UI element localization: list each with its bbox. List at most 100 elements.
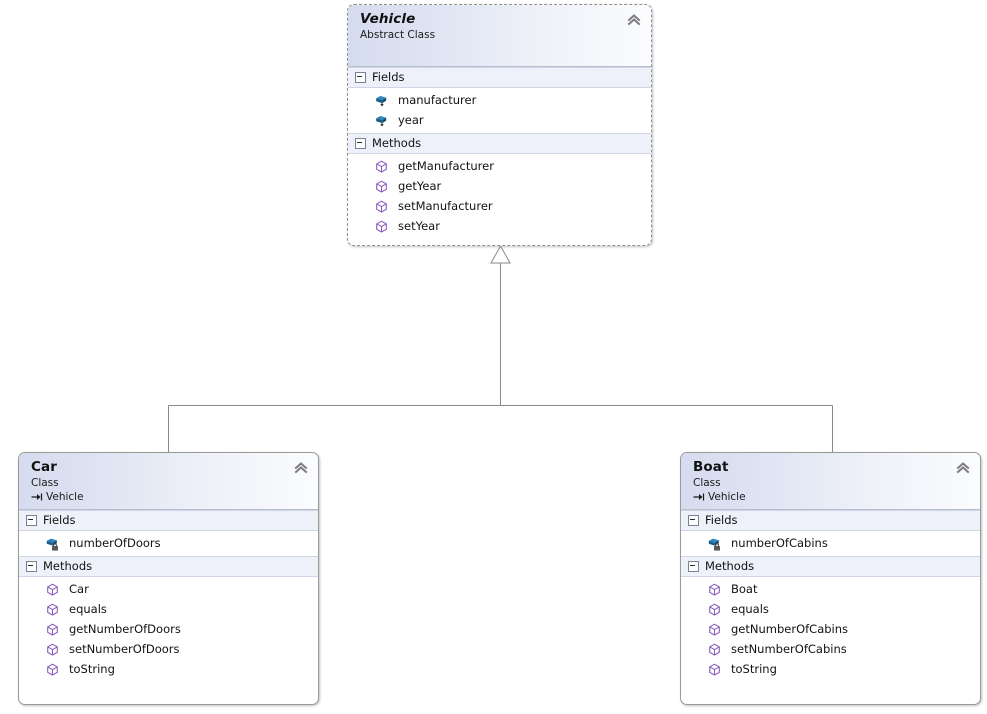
base-class-name: Vehicle <box>46 491 84 503</box>
field-private-icon <box>707 536 722 551</box>
compartment-header-fields[interactable]: Fields <box>19 510 318 531</box>
field-protected-icon <box>374 93 389 108</box>
method-row[interactable]: equals <box>681 599 980 619</box>
collapse-minus-icon[interactable] <box>26 515 37 526</box>
method-icon <box>707 642 722 657</box>
method-list-vehicle: getManufacturer getYear <box>348 154 651 239</box>
field-list-vehicle: manufacturer year <box>348 88 651 133</box>
method-name: setNumberOfCabins <box>731 642 847 656</box>
compartment-header-methods[interactable]: Methods <box>19 556 318 577</box>
method-row[interactable]: Boat <box>681 579 980 599</box>
method-icon <box>45 582 60 597</box>
class-header-boat: Boat Class Vehicle <box>681 453 980 510</box>
method-row[interactable]: getYear <box>348 176 651 196</box>
generalization-triangle-icon <box>490 244 511 264</box>
method-name: getManufacturer <box>398 159 494 173</box>
field-list-car: numberOfDoors <box>19 531 318 556</box>
method-icon <box>707 622 722 637</box>
method-row[interactable]: getNumberOfDoors <box>19 619 318 639</box>
collapse-minus-icon[interactable] <box>688 515 699 526</box>
method-icon <box>707 602 722 617</box>
method-row[interactable]: equals <box>19 599 318 619</box>
method-icon <box>45 602 60 617</box>
compartment-header-fields[interactable]: Fields <box>348 67 651 88</box>
class-name: Boat <box>693 459 729 475</box>
class-name: Vehicle <box>360 11 416 27</box>
compartment-title: Fields <box>372 70 405 84</box>
base-class-ref[interactable]: Vehicle <box>31 490 308 504</box>
method-name: getNumberOfDoors <box>69 622 181 636</box>
method-row[interactable]: toString <box>681 659 980 679</box>
method-row[interactable]: setManufacturer <box>348 196 651 216</box>
inherits-arrow-icon <box>693 492 705 502</box>
method-name: equals <box>731 602 769 616</box>
inherits-arrow-icon <box>31 492 43 502</box>
method-name: getYear <box>398 179 442 193</box>
method-icon <box>374 159 389 174</box>
method-icon <box>45 662 60 677</box>
field-private-icon <box>45 536 60 551</box>
field-row[interactable]: numberOfDoors <box>19 533 318 553</box>
compartment-title: Methods <box>705 559 755 573</box>
class-kind: Class <box>31 477 59 489</box>
method-name: setNumberOfDoors <box>69 642 180 656</box>
method-name: setManufacturer <box>398 199 493 213</box>
chevron-up-icon[interactable] <box>627 13 641 27</box>
method-name: Car <box>69 582 89 596</box>
method-icon <box>374 219 389 234</box>
class-kind: Class <box>693 477 721 489</box>
chevron-up-icon[interactable] <box>294 461 308 475</box>
compartment-title: Fields <box>43 513 76 527</box>
collapse-minus-icon[interactable] <box>688 561 699 572</box>
class-header-car: Car Class Vehicle <box>19 453 318 510</box>
class-kind: Abstract Class <box>360 29 436 41</box>
compartment-title: Methods <box>43 559 93 573</box>
method-list-car: Car equals getNumberOfDo <box>19 577 318 682</box>
method-row[interactable]: setNumberOfDoors <box>19 639 318 659</box>
collapse-minus-icon[interactable] <box>355 138 366 149</box>
method-name: toString <box>731 662 777 676</box>
method-icon <box>374 199 389 214</box>
field-row[interactable]: year <box>348 110 651 130</box>
class-header-vehicle: Vehicle Abstract Class <box>348 5 651 67</box>
compartment-title: Fields <box>705 513 738 527</box>
method-name: toString <box>69 662 115 676</box>
method-icon <box>45 622 60 637</box>
field-name: numberOfDoors <box>69 536 161 550</box>
chevron-up-icon[interactable] <box>956 461 970 475</box>
class-box-vehicle[interactable]: Vehicle Abstract Class Fields <box>347 4 652 246</box>
field-name: year <box>398 113 424 127</box>
method-row[interactable]: setNumberOfCabins <box>681 639 980 659</box>
method-icon <box>374 179 389 194</box>
method-name: Boat <box>731 582 758 596</box>
method-icon <box>45 642 60 657</box>
compartment-header-methods[interactable]: Methods <box>348 133 651 154</box>
collapse-minus-icon[interactable] <box>26 561 37 572</box>
base-class-ref[interactable]: Vehicle <box>693 490 970 504</box>
collapse-minus-icon[interactable] <box>355 72 366 83</box>
field-list-boat: numberOfCabins <box>681 531 980 556</box>
method-name: equals <box>69 602 107 616</box>
base-class-name: Vehicle <box>708 491 746 503</box>
compartment-title: Methods <box>372 136 422 150</box>
field-name: manufacturer <box>398 93 477 107</box>
field-name: numberOfCabins <box>731 536 828 550</box>
method-row[interactable]: getNumberOfCabins <box>681 619 980 639</box>
method-icon <box>707 662 722 677</box>
method-icon <box>707 582 722 597</box>
field-row[interactable]: manufacturer <box>348 90 651 110</box>
method-row[interactable]: getManufacturer <box>348 156 651 176</box>
compartment-header-methods[interactable]: Methods <box>681 556 980 577</box>
class-box-car[interactable]: Car Class Vehicle <box>18 452 319 705</box>
method-row[interactable]: toString <box>19 659 318 679</box>
method-row[interactable]: Car <box>19 579 318 599</box>
method-name: getNumberOfCabins <box>731 622 849 636</box>
field-row[interactable]: numberOfCabins <box>681 533 980 553</box>
method-name: setYear <box>398 219 440 233</box>
method-row[interactable]: setYear <box>348 216 651 236</box>
compartment-header-fields[interactable]: Fields <box>681 510 980 531</box>
class-box-boat[interactable]: Boat Class Vehicle <box>680 452 981 705</box>
field-protected-icon <box>374 113 389 128</box>
method-list-boat: Boat equals getNumberOfC <box>681 577 980 682</box>
